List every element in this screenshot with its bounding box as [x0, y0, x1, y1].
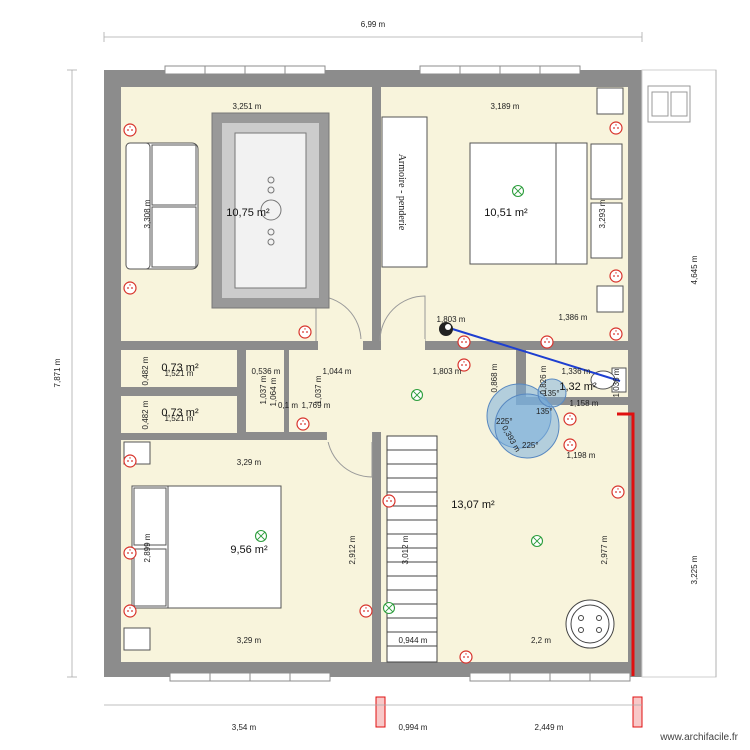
wardrobe: Armoire - penderie	[381, 116, 428, 268]
dim-bed2-top: 3,29 m	[237, 458, 262, 467]
angle-markers	[486, 378, 567, 459]
dim-bath-e: 1,198 m	[567, 451, 596, 460]
dim-closet-c: 1,064 m	[269, 377, 278, 406]
bed-2	[131, 485, 282, 609]
dim-hall-b: 1,803 m	[433, 367, 462, 376]
dim-bed2-height: 2,899 m	[143, 533, 152, 562]
windows	[164, 65, 631, 682]
area-wc1: 0,73 m²	[161, 362, 199, 374]
dim-hall-lower-height: 2,977 m	[600, 535, 609, 564]
area-wc2: 0,73 m²	[161, 407, 199, 419]
dim-bottom-right: 2,449 m	[535, 723, 564, 732]
dim-bath-b: 1,158 m	[570, 399, 599, 408]
dim-hall-c: 1,386 m	[559, 313, 588, 322]
room-wc2	[121, 396, 237, 433]
area-living: 10,75 m²	[226, 207, 270, 219]
dim-bed2-bottom: 3,29 m	[237, 636, 262, 645]
exterior-marker	[632, 696, 643, 728]
dim-overall-height: 7,871 m	[53, 358, 62, 387]
closet-divider	[284, 350, 289, 432]
dim-stair-height: 3,012 m	[401, 535, 410, 564]
dim-wc1-width: 1,521 m	[165, 369, 194, 378]
dim-bed1-width: 3,189 m	[491, 102, 520, 111]
dim-stair-width: 0,944 m	[399, 636, 428, 645]
radiator-line	[617, 412, 635, 676]
dim-hall-d: 1,044 m	[323, 367, 352, 376]
wardrobe-label: Armoire - penderie	[396, 154, 407, 231]
round-appliance	[565, 599, 615, 649]
staircase	[386, 435, 438, 663]
dim-closet-b: 1,037 m	[259, 375, 268, 404]
angle-label: 225°	[522, 441, 539, 450]
dim-bed1-height: 3,293 m	[598, 199, 607, 228]
area-bedroom1: 10,51 m²	[484, 207, 528, 219]
rug-with-table	[211, 112, 330, 309]
dim-hall-a: 1,803 m	[437, 315, 466, 324]
dim-hall-e: 0,868 m	[490, 363, 499, 392]
dim-wc2-height: 0,482 m	[141, 400, 150, 429]
dim-overall-width: 6,99 m	[361, 20, 386, 29]
area-hall: 13,07 m²	[451, 499, 495, 511]
watermark: www.archifacile.fr	[659, 732, 738, 743]
dim-closet-e: 0,1 m	[278, 401, 298, 410]
sofa	[125, 142, 199, 270]
dim-closet-d: 1,037 m	[314, 375, 323, 404]
dim-closet-f: 1,769 m	[302, 401, 331, 410]
bed-1	[469, 142, 623, 265]
angle-label: 135°	[536, 407, 553, 416]
dim-hall-lower-width: 2,2 m	[531, 636, 551, 645]
dim-bath-d: 1,036 m	[612, 368, 621, 397]
dim-living-width: 3,251 m	[233, 102, 262, 111]
dimension-lines	[67, 32, 717, 706]
exterior-marker	[375, 696, 386, 728]
area-bathroom: 1,32 m²	[559, 381, 597, 393]
dim-bottom-mid: 0,994 m	[399, 723, 428, 732]
sink	[647, 85, 691, 123]
network-line	[445, 326, 621, 382]
dim-right-lower: 3,225 m	[690, 555, 699, 584]
dim-bath-width: 1,336 m	[562, 367, 591, 376]
room-wc1	[121, 350, 237, 387]
dim-closet-a: 0,536 m	[252, 367, 281, 376]
dim-wc1-height: 0,482 m	[141, 356, 150, 385]
dim-bath-c: 0,826 m	[539, 365, 548, 394]
angle-label: 225°	[496, 417, 513, 426]
area-bedroom2: 9,56 m²	[230, 544, 268, 556]
dim-bed2-right: 2,912 m	[348, 535, 357, 564]
dim-living-height: 3,308 m	[143, 199, 152, 228]
exterior-strip	[641, 69, 717, 678]
angle-label: 135°	[543, 389, 560, 398]
dim-bottom-left: 3,54 m	[232, 723, 257, 732]
dim-right-upper: 4,645 m	[690, 255, 699, 284]
dim-wc2-width: 1,521 m	[165, 414, 194, 423]
